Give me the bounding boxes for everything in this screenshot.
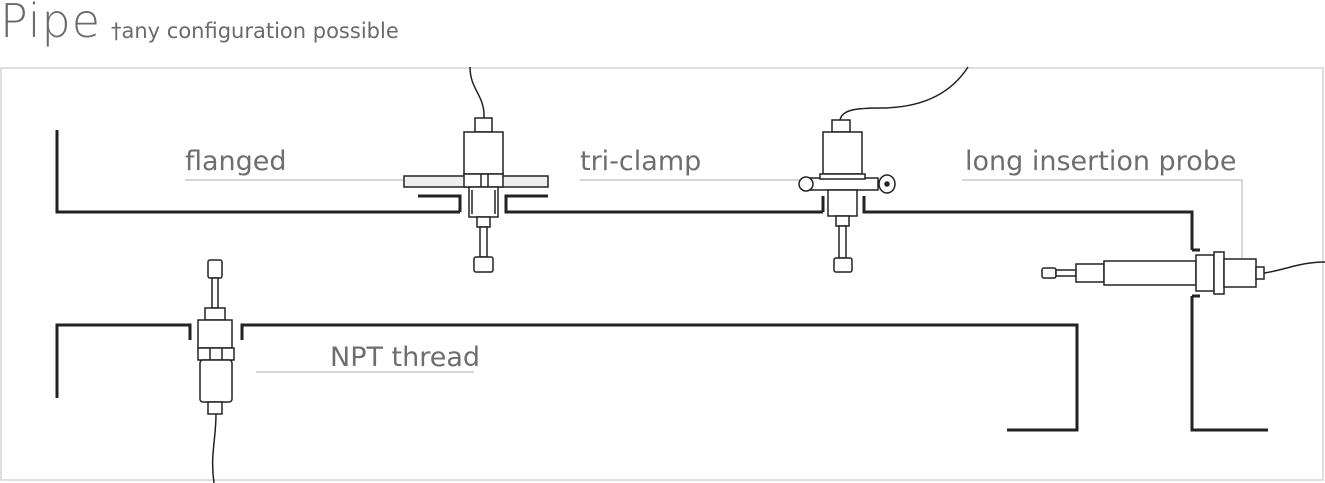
page-title: Pipe: [0, 0, 102, 48]
flanged-sensor-icon: [403, 66, 549, 273]
label-flanged: flanged: [185, 146, 287, 177]
label-tri-clamp: tri-clamp: [580, 146, 701, 177]
lower-pipe: [55, 294, 1268, 432]
label-long-insertion-probe: long insertion probe: [965, 146, 1236, 177]
long-insertion-probe-icon: [1041, 251, 1325, 295]
tri-clamp-sensor-icon: [798, 66, 969, 273]
diagram-frame: [0, 67, 1324, 481]
upper-pipe: [55, 130, 1200, 252]
npt-thread-sensor-icon: [197, 259, 235, 483]
label-npt-thread: NPT thread: [330, 342, 480, 373]
leader-lines: [185, 179, 1243, 373]
page-subtitle: †any configuration possible: [111, 19, 399, 43]
